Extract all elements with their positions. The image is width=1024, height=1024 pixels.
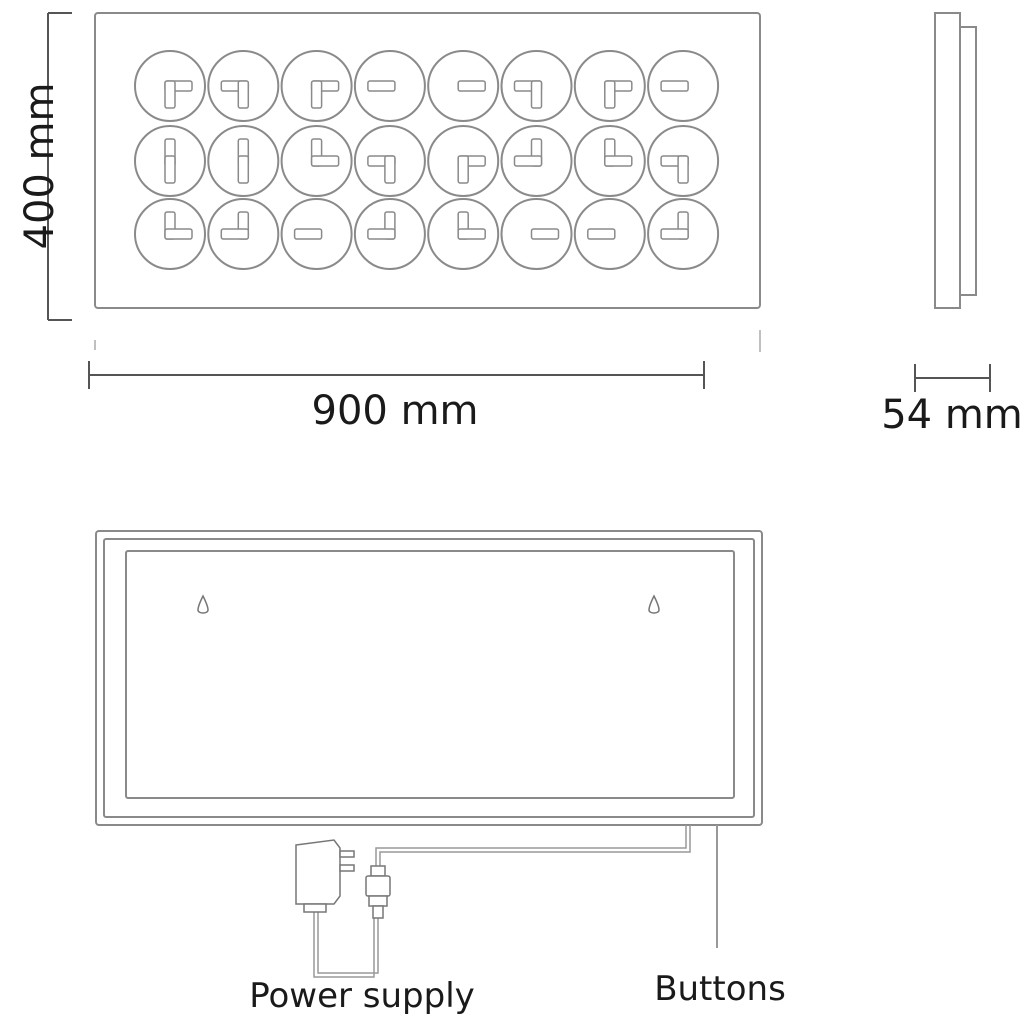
height-label: 400 mm: [17, 83, 63, 250]
dc-plug-icon: [365, 865, 391, 919]
clock-dial: [207, 125, 280, 197]
front-view: [94, 12, 761, 309]
side-back-outline: [959, 26, 977, 296]
depth-dimension: 54 mm: [881, 364, 1023, 438]
clock-dial: [134, 125, 206, 197]
power-supply-label: Power supply: [249, 976, 475, 1016]
clock-hand: [457, 80, 486, 92]
clock-dial: [647, 125, 720, 197]
power-cable: [313, 825, 691, 978]
hanging-hole-left-icon: [197, 594, 209, 614]
clock-dial: [280, 125, 353, 197]
hanging-hole-right-icon: [648, 594, 660, 614]
back-panel-inner: [125, 550, 735, 799]
back-panel-rim: [103, 538, 755, 818]
clock-dial: [280, 198, 353, 270]
clock-dial: [427, 198, 500, 270]
clock-dial: [500, 50, 573, 122]
clock-dial: [647, 198, 720, 270]
depth-label: 54 mm: [881, 392, 1023, 438]
buttons-label: Buttons: [654, 969, 786, 1009]
dial-grid: [134, 50, 720, 270]
side-view: [934, 12, 977, 309]
clock-hand: [367, 80, 396, 92]
clock-dial: [353, 125, 426, 197]
clock-dial: [427, 50, 500, 122]
clock-hand: [530, 228, 560, 240]
clock-dial: [573, 198, 646, 270]
back-view: [95, 530, 763, 826]
clock-hand: [293, 228, 323, 240]
back-panel-outer: [95, 530, 763, 826]
clock-dial: [500, 125, 573, 197]
clock-dial: [573, 50, 646, 122]
clock-hand: [587, 228, 616, 240]
clock-dial: [647, 50, 720, 122]
clock-dial: [134, 50, 206, 122]
clock-dial: [207, 50, 280, 122]
power-adapter-icon: [295, 839, 355, 913]
clock-dial: [280, 50, 353, 122]
side-panel-outline: [934, 12, 961, 309]
clock-dial: [134, 198, 206, 270]
clock-dial: [353, 50, 426, 122]
clock-dial: [500, 198, 573, 270]
clock-dial: [427, 125, 500, 197]
width-label: 900 mm: [312, 388, 479, 434]
clock-dial: [573, 125, 646, 197]
width-dimension: 900 mm: [88, 330, 761, 434]
clock-dial: [207, 198, 280, 270]
height-dimension: 400 mm: [17, 12, 72, 321]
clock-hand: [660, 80, 689, 92]
clock-dial: [353, 198, 426, 270]
